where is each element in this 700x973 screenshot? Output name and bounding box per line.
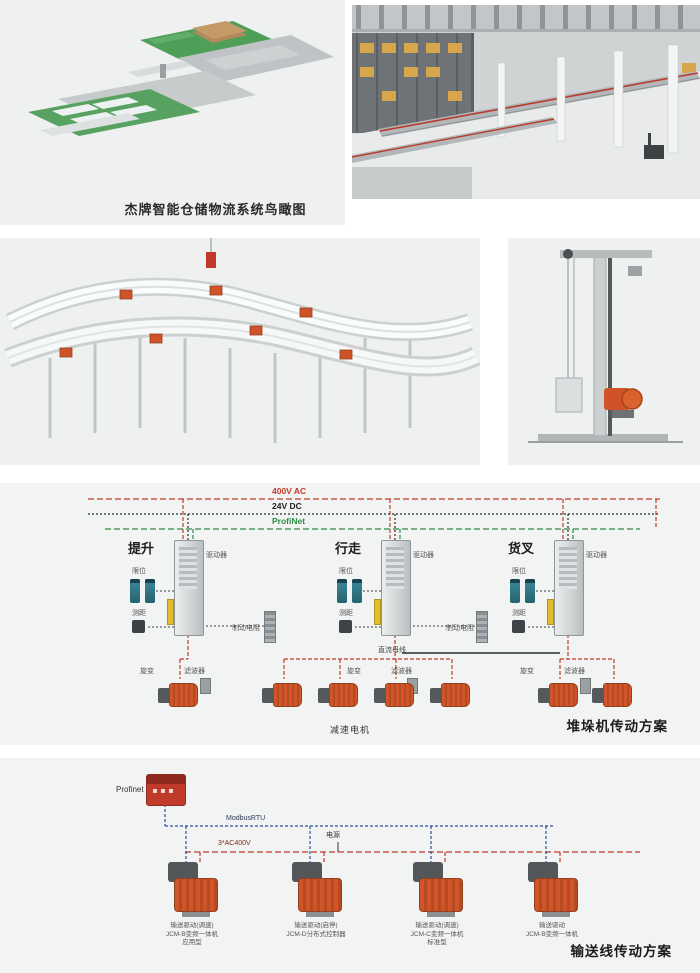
power-label: 电源 [326,832,340,839]
gear-motor-icon [262,679,306,709]
drive-group-travel: 行走 限位 测距 驱动器 旋变 滤波器 [335,538,455,708]
drive-label: 驱动器 [206,552,227,559]
group-title: 货叉 [508,541,535,556]
warehouse-render-image [352,5,700,199]
gear-motor-icon [158,679,202,709]
brake-resistor-label: 制动电阻 [446,625,474,632]
limit-switch-label: 限位 [512,568,526,575]
gear-motor-icon [592,679,636,709]
conveyor-diagram-title: 输送线传动方案 [570,944,672,959]
resolver-label: 旋变 [140,668,154,675]
gear-motor-icon [430,679,474,709]
resolver-label: 旋变 [520,668,534,675]
bus-label-400vac: 400V AC [272,486,307,496]
gear-motor-icon [318,679,362,709]
gear-motor-caption: 减速电机 [330,725,371,735]
brake-resistor-label: 制动电阻 [232,625,260,632]
birdseye-photo-panel: 杰牌智能仓储物流系统鸟瞰图 [0,0,345,225]
servo-drive-icon [167,540,204,636]
resolver-label: 旋变 [347,668,361,675]
limit-switch-icon [145,579,155,603]
filter-label: 滤波器 [184,668,205,675]
limit-switch-label: 限位 [339,568,353,575]
ac-supply-label: 3*AC400V [218,840,251,847]
drive-label: 驱动器 [586,552,607,559]
drive-spec-line: 输送驱动(调速) [415,922,459,929]
filter-icon [200,678,211,694]
drive-spec-line: JCM-B变频一体机 [165,930,219,938]
limit-switch-icon [525,579,535,603]
brake-resistor-icon [476,611,488,643]
drive-spec-line: JCM-B变频一体机 [525,930,579,938]
limit-switch-icon [130,579,140,603]
plc-controller-icon [146,774,186,806]
drive-spec-line: JCM-C变频一体机 [410,930,464,938]
limit-switch-icon [337,579,347,603]
birdseye-render-image [28,21,334,136]
servo-drive-icon [374,540,411,636]
servo-drive-icon [547,540,584,636]
conveyor-photo-panel [0,238,480,465]
bus-label-24vdc: 24V DC [272,501,302,511]
drive-spec-line: 输送驱动 [539,922,565,929]
dc-bus-label: 直流母线 [378,647,406,654]
bus-label-profinet: ProfiNet [272,516,306,526]
group-title: 行走 [335,541,362,556]
limit-switch-icon [352,579,362,603]
distance-sensor-icon [132,620,145,633]
drive-spec-line: JCM-D分布式控制器 [286,930,346,938]
conveyor-motor-icon [407,862,467,918]
modbus-label: ModbusRTU [226,815,266,822]
drive-label: 驱动器 [413,552,434,559]
limit-switch-icon [510,579,520,603]
conveyor-motor-icon [162,862,222,918]
conveyor-motor-icon [286,862,346,918]
drive-spec-line: 应用型 [182,939,202,946]
stacker-crane-render-image [528,249,683,443]
group-title: 提升 [128,541,155,556]
conveyor-drive-spec: 输送驱动 JCM-B变频一体机 [504,922,600,939]
drive-group-hoist: 提升 限位 测距 驱动器 旋变 滤波器 [128,538,248,708]
birdseye-caption: 杰牌智能仓储物流系统鸟瞰图 [124,202,307,217]
conveyor-drive-diagram: Profinet ModbusRTU 电源 3*AC400V 输送驱动(调速) … [0,758,700,973]
conveyor-drive-spec: 输送驱动(调速) JCM-B变频一体机 应用型 [144,922,240,948]
profinet-label: Profinet [116,785,144,794]
warehouse-photo-panel [352,5,700,199]
distance-sensor-label: 测距 [132,610,146,617]
drive-spec-line: 标准型 [427,939,447,946]
stacker-crane-photo-panel [508,238,700,465]
filter-label: 滤波器 [391,668,412,675]
filter-icon [580,678,591,694]
gear-motor-icon [374,679,418,709]
brake-resistor-icon [264,611,276,643]
distance-sensor-label: 测距 [512,610,526,617]
conveyor-drive-spec: 输送驱动(启停) JCM-D分布式控制器 [268,922,364,939]
stacker-diagram-title: 堆垛机传动方案 [566,719,668,734]
distance-sensor-icon [512,620,525,633]
conveyor-motor-icon [522,862,582,918]
distance-sensor-label: 测距 [339,610,353,617]
stacker-drive-diagram: 400V AC 24V DC ProfiNet 提升 限位 测距 驱动器 旋变 … [0,483,700,745]
limit-switch-label: 限位 [132,568,146,575]
drive-group-fork: 货叉 限位 测距 驱动器 旋变 滤波器 [508,538,628,708]
drive-spec-line: 输送驱动(调速) [170,922,214,929]
distance-sensor-icon [339,620,352,633]
drive-spec-line: 输送驱动(启停) [294,922,338,929]
conveyor-render-image [4,238,480,443]
filter-label: 滤波器 [564,668,585,675]
conveyor-drive-spec: 输送驱动(调速) JCM-C变频一体机 标准型 [389,922,485,948]
gear-motor-icon [538,679,582,709]
